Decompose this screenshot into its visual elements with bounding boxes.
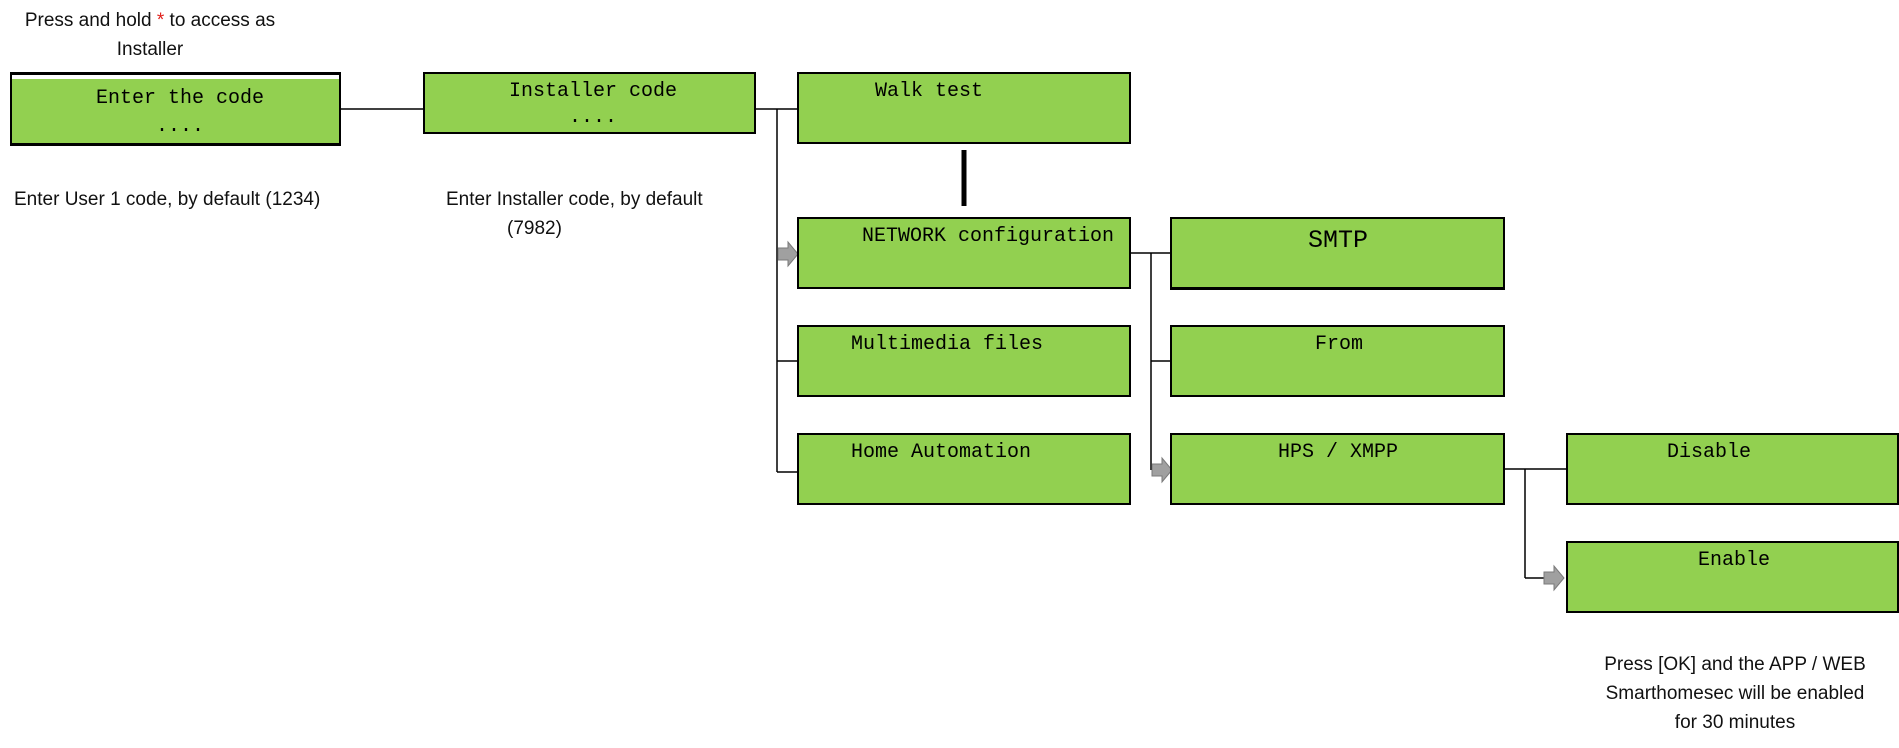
note-text: Installer — [116, 39, 184, 60]
screen-line-1: Installer code — [509, 80, 678, 103]
note-text: for 30 minutes — [1674, 712, 1796, 733]
screen-line-2: .... — [156, 115, 205, 138]
press-hold-note: Press and hold * to access as Installer — [10, 6, 290, 64]
screen-enter-code: Enter the code .... — [10, 72, 341, 146]
user-code-note: Enter User 1 code, by default (1234) — [14, 189, 321, 210]
note-text: (7982) — [507, 218, 562, 239]
installer-code-note: Enter Installer code, by default (7982) — [446, 185, 703, 243]
screen-smtp: SMTP — [1170, 217, 1505, 290]
note-text: Smarthomesec will be enabled — [1605, 683, 1865, 704]
screen-hps-xmpp: HPS / XMPP — [1170, 433, 1505, 505]
note-text: Enter Installer code, by default — [446, 189, 703, 210]
screen-home-automation: Home Automation — [797, 433, 1131, 505]
screen-enable: Enable — [1566, 541, 1899, 613]
note-text: to access as — [164, 10, 276, 31]
screen-line-1: Enable — [1698, 549, 1771, 572]
star-symbol: * — [156, 10, 165, 31]
screen-multimedia-files: Multimedia files — [797, 325, 1131, 397]
right-arrow-icon — [1543, 564, 1565, 592]
screen-line-1: Walk test — [875, 80, 984, 103]
screen-line-1: From — [1315, 333, 1364, 356]
screen-line-1: NETWORK configuration — [862, 225, 1115, 248]
screen-line-2: .... — [569, 106, 618, 129]
right-arrow-icon — [1151, 456, 1173, 484]
note-text: Press [OK] and the APP / WEB — [1604, 654, 1866, 675]
screen-installer-code: Installer code .... — [423, 72, 756, 134]
screen-line-1: SMTP — [1308, 226, 1369, 255]
screen-line-1: Disable — [1667, 441, 1752, 464]
screen-line-1: HPS / XMPP — [1278, 441, 1399, 464]
screen-walk-test: Walk test — [797, 72, 1131, 144]
screen-line-1: Home Automation — [851, 441, 1032, 464]
ok-note: Press [OK] and the APP / WEB Smarthomese… — [1580, 650, 1890, 737]
screen-from: From — [1170, 325, 1505, 397]
screen-disable: Disable — [1566, 433, 1899, 505]
right-arrow-icon — [777, 240, 799, 268]
screen-network-configuration: NETWORK configuration — [797, 217, 1131, 289]
note-text: Press and hold — [24, 10, 157, 31]
screen-line-1: Enter the code — [96, 87, 265, 110]
screen-line-1: Multimedia files — [851, 333, 1044, 356]
